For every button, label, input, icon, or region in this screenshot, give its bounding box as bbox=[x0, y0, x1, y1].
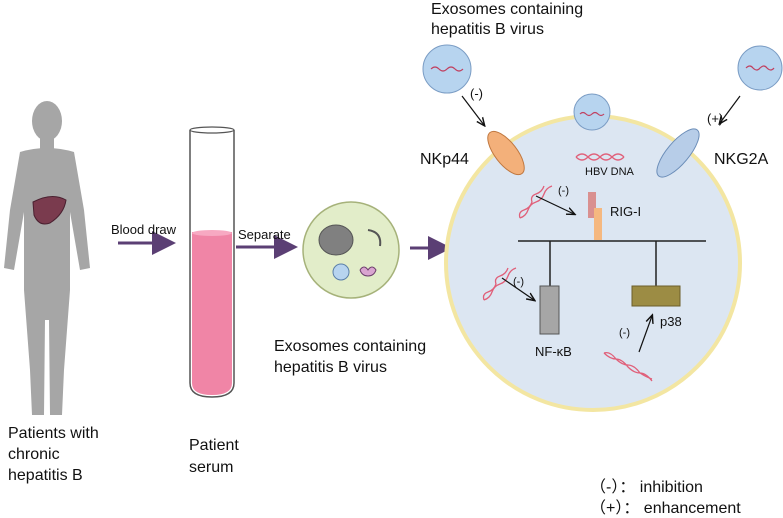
legend-inhibition: （-）： inhibition bbox=[590, 479, 703, 496]
dna-strand-2-icon bbox=[482, 267, 517, 301]
blood-draw-label: Blood draw bbox=[111, 222, 177, 237]
patients-label-line1: Patients with bbox=[8, 425, 99, 442]
mid-exosome-label-line1: Exosomes containing bbox=[274, 338, 427, 355]
hbv-dna-label: HBV DNA bbox=[585, 166, 634, 178]
nkp44-sign: (-) bbox=[470, 86, 483, 101]
p38-box bbox=[631, 285, 681, 307]
serum-label-line2: serum bbox=[189, 459, 234, 476]
top-exosome-label-line2: hepatitis B virus bbox=[431, 21, 544, 38]
nkg2a-label: NKG2A bbox=[714, 151, 769, 168]
patients-label-line3: hepatitis B bbox=[8, 467, 83, 484]
rig-minus-sign: (-) bbox=[558, 185, 569, 197]
nfkb-arrow bbox=[501, 277, 534, 300]
dna-strand-3-icon bbox=[603, 351, 653, 382]
mid-exosome-label-line2: hepatitis B virus bbox=[274, 359, 387, 376]
top-exosome-label-line1: Exosomes containing bbox=[431, 1, 584, 18]
exosome-vesicle-left-icon bbox=[422, 44, 472, 94]
exosome-fusing-icon bbox=[573, 93, 611, 131]
nkg2a-receptor-icon bbox=[656, 128, 700, 178]
rig-i-bar-1 bbox=[588, 192, 596, 218]
p38-minus-sign: (-) bbox=[619, 327, 630, 339]
nkg2a-sign: (+) bbox=[707, 111, 724, 126]
nf-kb-label: NF-κB bbox=[535, 344, 572, 359]
rig-i-label: RIG-I bbox=[610, 204, 642, 219]
p38-arrow bbox=[638, 316, 652, 353]
test-tube-icon bbox=[189, 126, 235, 398]
nfkb-minus-sign: (-) bbox=[513, 276, 524, 288]
nf-kb-box bbox=[539, 285, 560, 335]
nkg2a-arrow bbox=[720, 95, 741, 123]
p38-label: p38 bbox=[660, 314, 682, 329]
exosome-circle-icon bbox=[302, 201, 400, 299]
hbv-dna-icon bbox=[575, 153, 625, 161]
separate-label: Separate bbox=[238, 227, 291, 242]
legend-enhancement: （+）： enhancement bbox=[590, 500, 741, 517]
liver-icon bbox=[32, 196, 67, 225]
serum-label-line1: Patient bbox=[189, 437, 239, 454]
nkp44-arrow bbox=[461, 95, 484, 125]
nkp44-label: NKp44 bbox=[420, 151, 469, 168]
exosome-vesicle-right-icon bbox=[737, 45, 783, 91]
patients-label-line2: chronic bbox=[8, 446, 60, 463]
human-silhouette-icon bbox=[4, 101, 90, 415]
dna-strand-1-icon bbox=[518, 185, 553, 219]
rig-arrow bbox=[535, 195, 574, 214]
nkp44-receptor-icon bbox=[487, 130, 525, 176]
rig-i-bar-2 bbox=[594, 208, 602, 240]
